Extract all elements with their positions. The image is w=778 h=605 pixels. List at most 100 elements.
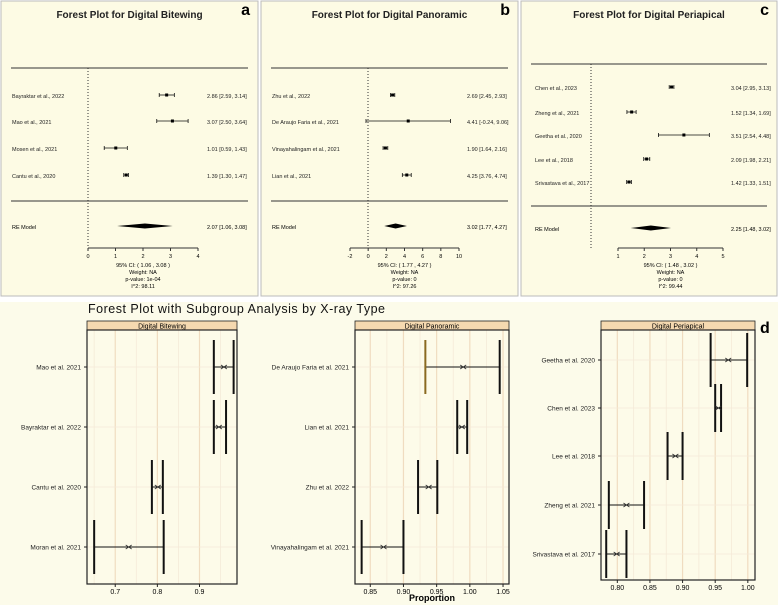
x-tick-label: 0.80: [611, 585, 625, 592]
summary-label: RE Model: [272, 225, 296, 231]
x-tick-label: 4: [196, 254, 199, 260]
study-label: De Araujo Faria et al., 2021: [272, 120, 339, 126]
model-stat: I^2: 99.44: [659, 284, 683, 290]
study-label: Vinayahalingam et al., 2021: [272, 147, 340, 153]
x-tick-label: 8: [439, 254, 442, 260]
point-estimate: [125, 544, 132, 550]
point-estimate: [458, 424, 466, 430]
study-label: Lee et al. 2018: [552, 454, 595, 461]
panel-background: [0, 0, 259, 297]
study-label: Chen et al., 2023: [535, 86, 577, 92]
x-tick-label: 1.00: [463, 589, 477, 596]
study-estimate-text: 1.01 [0.59, 1.43]: [207, 147, 247, 153]
summary-label: RE Model: [535, 227, 559, 233]
plot-area: [355, 330, 509, 584]
plot-area: [87, 330, 237, 584]
study-label: Chen et al. 2023: [547, 406, 595, 413]
model-stat: Weight: NA: [391, 270, 419, 276]
x-tick-label: 0.85: [363, 589, 377, 596]
study-label: Zhu et al. 2022: [306, 485, 350, 492]
study-label: Srivastava et al., 2017: [535, 181, 589, 187]
x-tick-label: 1: [114, 254, 117, 260]
point-estimate: [670, 85, 674, 89]
point-estimate: [406, 119, 410, 123]
study-label: Geetha et al. 2020: [542, 358, 596, 365]
study-label: Zhu et al., 2022: [272, 94, 310, 100]
study-estimate-text: 3.07 [2.50, 3.64]: [207, 120, 247, 126]
summary-diamond: [384, 223, 407, 229]
point-estimate: [623, 502, 630, 508]
model-stat: I^2: 98.11: [131, 284, 155, 290]
point-estimate: [380, 544, 387, 550]
subgroup-title: Forest Plot with Subgroup Analysis by X-…: [88, 302, 386, 316]
model-stat: 95% CI: ( 1.48 , 3.02 ): [644, 263, 698, 269]
panel-title: Forest Plot for Digital Periapical: [573, 10, 725, 21]
summary-estimate-text: 2.07 [1.06, 3.08]: [207, 225, 247, 231]
point-estimate: [645, 157, 649, 161]
summary-label: RE Model: [12, 225, 36, 231]
study-estimate-text: 4.25 [3.76, 4.74]: [467, 174, 507, 180]
study-estimate-text: 1.90 [1.64, 2.16]: [467, 147, 507, 153]
study-label: Mao et al. 2021: [36, 365, 81, 372]
x-tick-label: 4: [695, 254, 698, 260]
study-label: Lian et al., 2021: [272, 174, 311, 180]
study-estimate-text: 1.52 [1.34, 1.69]: [731, 111, 771, 117]
point-estimate: [725, 357, 732, 363]
study-label: Mao et al., 2021: [12, 120, 51, 126]
panel-background: [260, 0, 519, 297]
point-estimate: [425, 484, 432, 490]
x-tick-label: 4: [403, 254, 406, 260]
model-stat: p-value: 1e-04: [125, 277, 160, 283]
study-estimate-text: 1.39 [1.30, 1.47]: [207, 174, 247, 180]
x-tick-label: 2: [643, 254, 646, 260]
summary-diamond: [630, 225, 672, 231]
x-tick-label: 0.9: [195, 589, 205, 596]
facet-strip-label: Digital Panoramic: [405, 324, 460, 331]
model-stat: p-value: 0: [392, 277, 416, 283]
study-label: Bayraktar et al. 2022: [21, 425, 81, 432]
point-estimate: [459, 364, 467, 370]
point-estimate: [627, 180, 631, 184]
x-tick-label: 0: [367, 254, 370, 260]
study-label: Srivastava et al. 2017: [532, 552, 595, 559]
study-estimate-text: 2.69 [2.45, 2.93]: [467, 94, 507, 100]
x-tick-label: 5: [721, 254, 724, 260]
panel-background: [520, 0, 778, 297]
x-tick-label: 1: [616, 254, 619, 260]
x-tick-label: 0: [86, 254, 89, 260]
x-tick-label: 0.7: [110, 589, 120, 596]
panel-border: [354, 329, 510, 585]
point-estimate: [170, 119, 174, 123]
study-label: Zheng et al. 2021: [544, 503, 595, 510]
x-tick-label: 1.00: [741, 585, 755, 592]
model-stat: Weight: NA: [657, 270, 685, 276]
x-tick-label: 2: [385, 254, 388, 260]
panel-title: Forest Plot for Digital Panoramic: [312, 10, 468, 21]
study-label: Lee et al., 2018: [535, 158, 573, 164]
model-stat: 95% CI: ( 1.77 , 4.27 ): [378, 263, 432, 269]
x-tick-label: 10: [456, 254, 462, 260]
x-tick-label: 0.95: [430, 589, 444, 596]
panel-border: [86, 329, 238, 585]
x-tick-label: 6: [421, 254, 424, 260]
x-tick-label: 0.95: [708, 585, 722, 592]
x-tick-label: 3: [169, 254, 172, 260]
study-label: Cantu et al. 2020: [31, 485, 81, 492]
panel-label: b: [500, 2, 510, 19]
point-estimate: [630, 110, 634, 114]
panel-label: a: [241, 2, 250, 19]
study-estimate-text: 2.09 [1.98, 2.21]: [731, 158, 771, 164]
x-tick-label: 2: [141, 254, 144, 260]
study-label: De Araujo Faria et al. 2021: [272, 365, 350, 372]
study-label: Moran et al. 2021: [30, 545, 81, 552]
panel-title: Forest Plot for Digital Bitewing: [56, 10, 202, 21]
facet-strip-label: Digital Bitewing: [138, 324, 186, 331]
panel-label: c: [760, 2, 769, 19]
x-tick-label: -2: [348, 254, 353, 260]
point-estimate: [154, 484, 162, 490]
facet-strip-label: Digital Periapical: [652, 324, 705, 331]
x-tick-label: 0.90: [676, 585, 690, 592]
